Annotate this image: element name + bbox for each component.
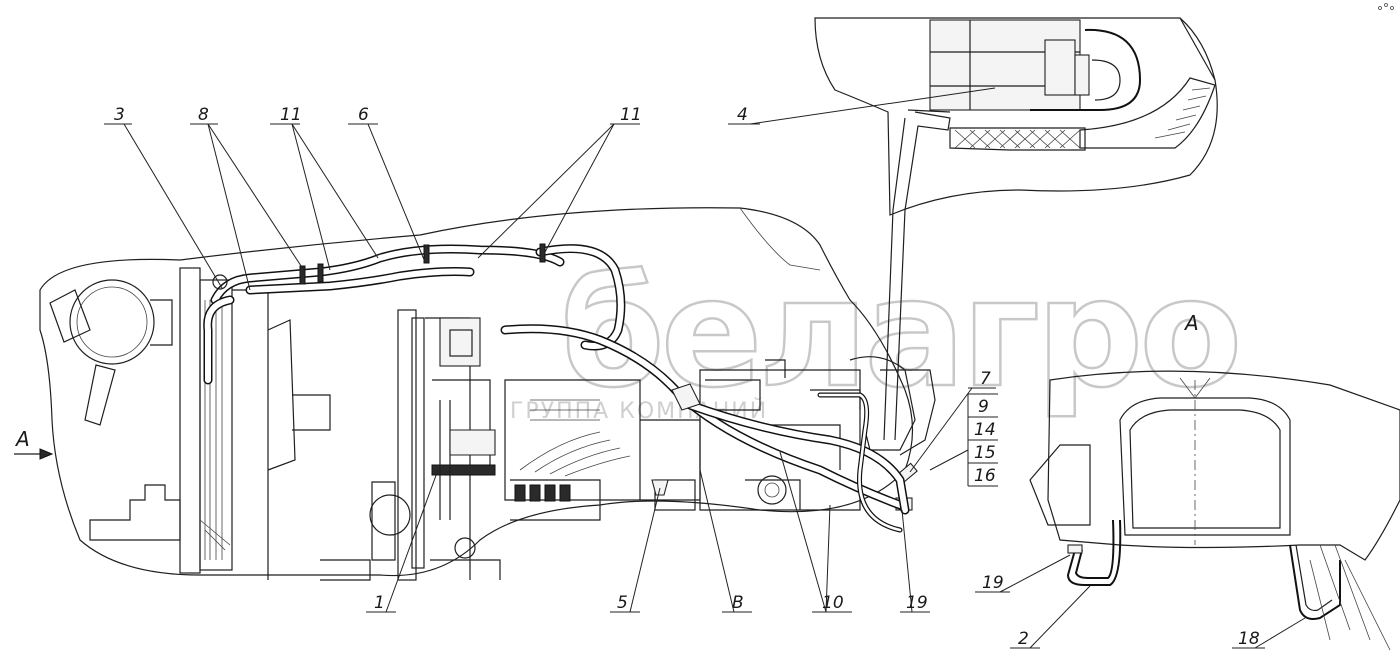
fuel-hoses [203, 244, 910, 533]
position-table: 9 14 15 16 [929, 393, 998, 487]
position-15: 15 [974, 443, 996, 463]
tank-drain-pipe [883, 109, 951, 441]
callout-7: 7 [980, 369, 991, 389]
engine-outline [39, 207, 914, 577]
callout-2: 2 [1018, 629, 1029, 649]
cab-floor-outline [814, 17, 1218, 216]
air-filter [49, 279, 173, 426]
callout-11-left: 11 [280, 105, 302, 125]
radiator [179, 267, 331, 580]
corner-marks [1378, 3, 1394, 10]
position-9: 9 [978, 397, 989, 417]
injection-pump [504, 379, 701, 521]
callout-10: 10 [822, 593, 844, 613]
callout-6: 6 [358, 105, 369, 125]
callout-4: 4 [737, 105, 748, 125]
callout-1: 1 [374, 593, 385, 613]
position-16: 16 [974, 466, 996, 486]
position-14: 14 [974, 420, 996, 440]
view-a-title: А [1183, 311, 1199, 335]
callout-19-main: 19 [906, 593, 928, 613]
view-a-detail [1029, 370, 1400, 651]
engine-block [699, 359, 861, 511]
callout-18: 18 [1238, 629, 1260, 649]
callout-19-view: 19 [982, 573, 1004, 593]
callout-8: 8 [198, 105, 209, 125]
lower-left-details [89, 481, 411, 581]
callout-11-right: 11 [620, 105, 642, 125]
view-arrow-label: А [14, 427, 30, 451]
callouts: 3 8 11 6 11 4 7 1 5 [104, 87, 1306, 649]
tank-block [929, 19, 1142, 111]
hose-clamps [212, 243, 546, 290]
callout-3: 3 [114, 105, 125, 125]
callout-5: 5 [617, 593, 628, 613]
view-arrow: А [14, 427, 54, 460]
pulley-assembly [397, 309, 501, 581]
callout-b: В [732, 593, 744, 613]
